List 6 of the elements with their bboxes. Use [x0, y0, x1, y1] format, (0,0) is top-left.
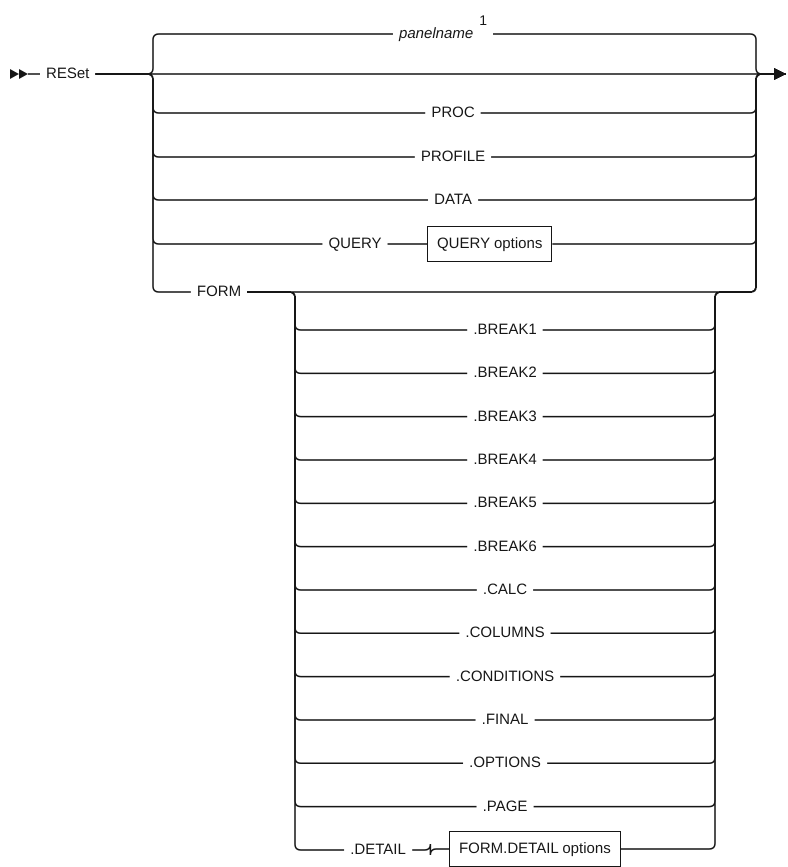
- rail-line: [95, 73, 191, 293]
- syntax-fragment-box: QUERY options: [427, 226, 552, 262]
- syntax-fragment-box: FORM.DETAIL options: [449, 831, 621, 867]
- rail-line: [388, 243, 427, 245]
- rail-line: [412, 843, 449, 856]
- footnote-mark: 1: [479, 11, 488, 29]
